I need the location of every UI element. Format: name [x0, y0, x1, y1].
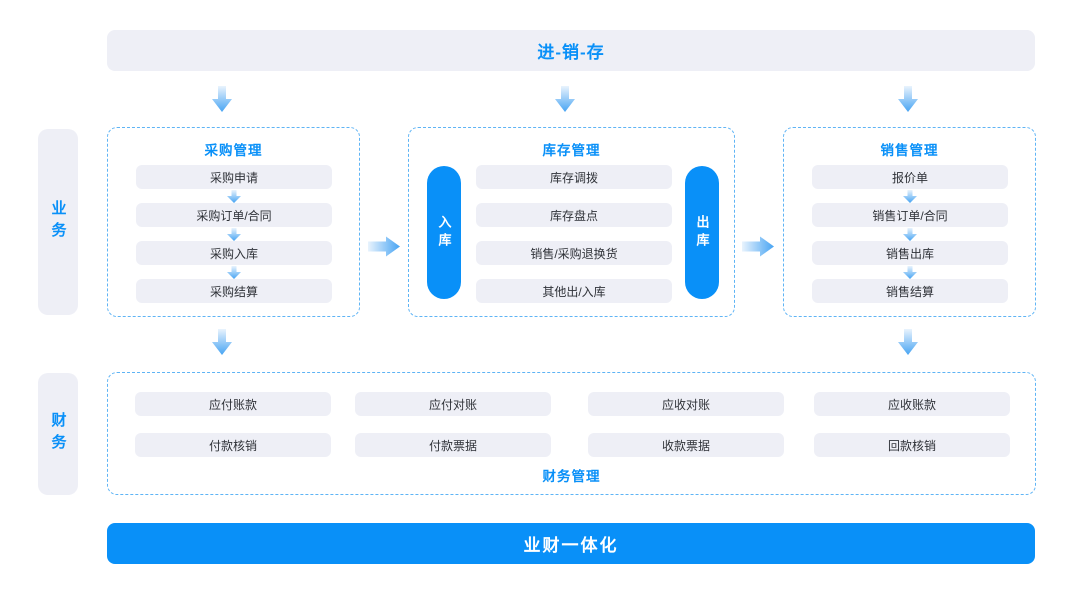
top-banner-title: 进-销-存	[537, 43, 605, 62]
finance-node: 应付对账	[355, 392, 551, 416]
flow-node: 其他出/入库	[476, 279, 672, 303]
flow-node: 销售订单/合同	[812, 203, 1008, 227]
business-rail-label: 业务	[49, 200, 67, 244]
flow-node: 采购订单/合同	[136, 203, 332, 227]
down-arrow-icon	[898, 86, 918, 112]
bottom-banner: 业财一体化	[107, 523, 1035, 564]
down-arrow-icon	[227, 227, 241, 241]
flow-node: 销售出库	[812, 241, 1008, 265]
top-banner: 进-销-存	[107, 30, 1035, 71]
sales-flow: 报价单 销售订单/合同 销售出库 销售结算	[812, 165, 1008, 303]
inventory-panel: 库存管理 入库 库存调拨 库存盘点 销售/采购退换货 其他出/入库 出库	[408, 127, 735, 317]
outbound-pill-label: 出库	[694, 214, 710, 251]
inventory-list: 库存调拨 库存盘点 销售/采购退换货 其他出/入库	[476, 165, 672, 303]
business-rail: 业务	[38, 129, 78, 315]
bottom-banner-title: 业财一体化	[523, 536, 619, 555]
down-arrow-icon	[903, 189, 917, 203]
down-arrow-icon	[903, 265, 917, 279]
down-arrow-icon	[898, 329, 918, 355]
procurement-flow: 采购申请 采购订单/合同 采购入库 采购结算	[136, 165, 332, 303]
right-arrow-icon	[368, 236, 400, 257]
finance-node: 付款核销	[135, 433, 331, 457]
sales-panel: 销售管理 报价单 销售订单/合同 销售出库 销售结算	[783, 127, 1036, 317]
flow-node: 采购入库	[136, 241, 332, 265]
flow-node: 库存盘点	[476, 203, 672, 227]
down-arrow-icon	[555, 86, 575, 112]
procurement-panel-title: 采购管理	[204, 143, 263, 158]
down-arrow-icon	[212, 329, 232, 355]
flow-node: 销售结算	[812, 279, 1008, 303]
down-arrow-icon	[227, 265, 241, 279]
finance-panel: 应付账款 应付对账 应收对账 应收账款 付款核销 付款票据 收款票据 回款核销 …	[107, 372, 1036, 495]
outbound-pill: 出库	[685, 166, 719, 299]
finance-node: 应收账款	[814, 392, 1010, 416]
finance-node: 应收对账	[588, 392, 784, 416]
flow-node: 销售/采购退换货	[476, 241, 672, 265]
finance-node: 应付账款	[135, 392, 331, 416]
flow-node: 报价单	[812, 165, 1008, 189]
flow-node: 库存调拨	[476, 165, 672, 189]
procurement-panel: 采购管理 采购申请 采购订单/合同 采购入库 采购结算	[107, 127, 360, 317]
finance-node: 收款票据	[588, 433, 784, 457]
sales-panel-title: 销售管理	[880, 143, 939, 158]
down-arrow-icon	[212, 86, 232, 112]
finance-rail-label: 财务	[49, 412, 67, 456]
finance-node: 回款核销	[814, 433, 1010, 457]
inbound-pill-label: 入库	[436, 214, 452, 251]
inventory-panel-title: 库存管理	[542, 143, 601, 158]
down-arrow-icon	[227, 189, 241, 203]
inbound-pill: 入库	[427, 166, 461, 299]
flow-node: 采购申请	[136, 165, 332, 189]
down-arrow-icon	[903, 227, 917, 241]
finance-node: 付款票据	[355, 433, 551, 457]
finance-panel-title: 财务管理	[542, 469, 601, 484]
right-arrow-icon	[742, 236, 774, 257]
flow-node: 采购结算	[136, 279, 332, 303]
finance-rail: 财务	[38, 373, 78, 495]
